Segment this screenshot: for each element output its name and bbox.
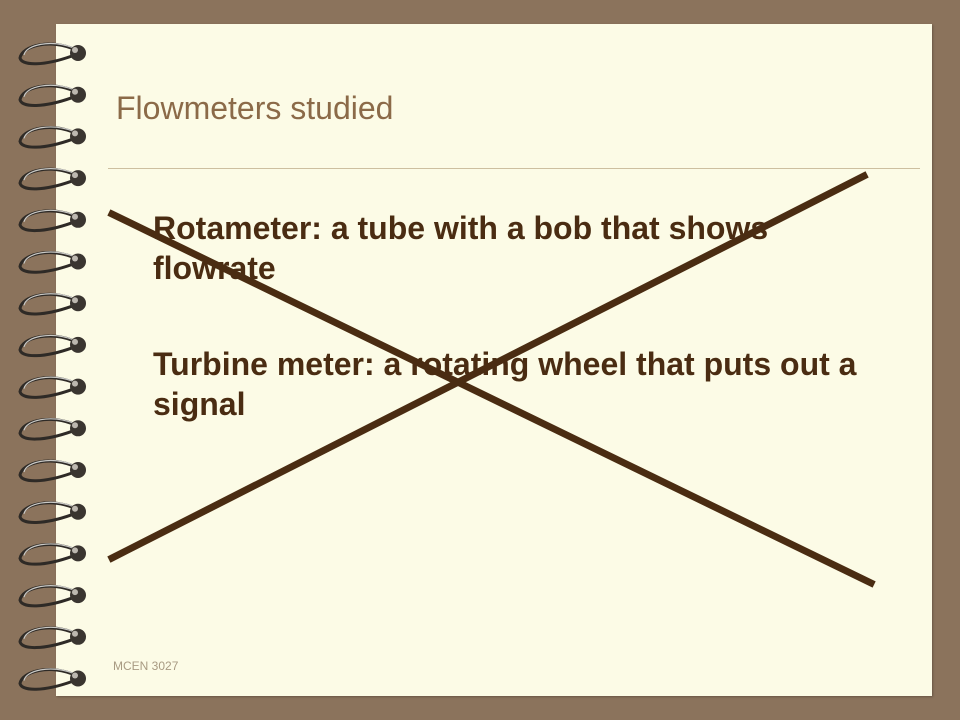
bullet-rotameter: Rotameter: a tube with a bob that shows … bbox=[153, 210, 769, 286]
spiral-ring bbox=[18, 417, 86, 441]
spiral-binding-icon bbox=[18, 42, 86, 691]
bullet-turbine-meter: Turbine meter: a rotating wheel that put… bbox=[153, 346, 857, 422]
spiral-ring bbox=[18, 542, 86, 566]
spiral-ring bbox=[18, 668, 86, 691]
spiral-ring bbox=[18, 376, 86, 399]
spiral-ring bbox=[18, 501, 86, 524]
spiral-ring bbox=[18, 167, 86, 191]
spiral-ring bbox=[18, 209, 86, 233]
spiral-ring bbox=[18, 42, 86, 66]
slide-title: Flowmeters studied bbox=[116, 90, 394, 126]
spiral-ring bbox=[18, 125, 86, 149]
spiral-ring bbox=[18, 584, 86, 608]
slide-body: Rotameter: a tube with a bob that shows … bbox=[153, 208, 893, 480]
spiral-ring bbox=[18, 459, 86, 483]
cross-stroke-2 bbox=[107, 171, 869, 563]
notebook-page bbox=[56, 24, 932, 696]
title-divider bbox=[108, 168, 920, 169]
spiral-ring bbox=[18, 626, 86, 650]
spiral-ring bbox=[18, 334, 86, 358]
cross-stroke-1 bbox=[107, 209, 876, 588]
spiral-ring bbox=[18, 251, 86, 274]
slide-footer: MCEN 3027 bbox=[113, 659, 179, 673]
spiral-ring bbox=[18, 84, 86, 107]
spiral-ring bbox=[18, 292, 86, 316]
